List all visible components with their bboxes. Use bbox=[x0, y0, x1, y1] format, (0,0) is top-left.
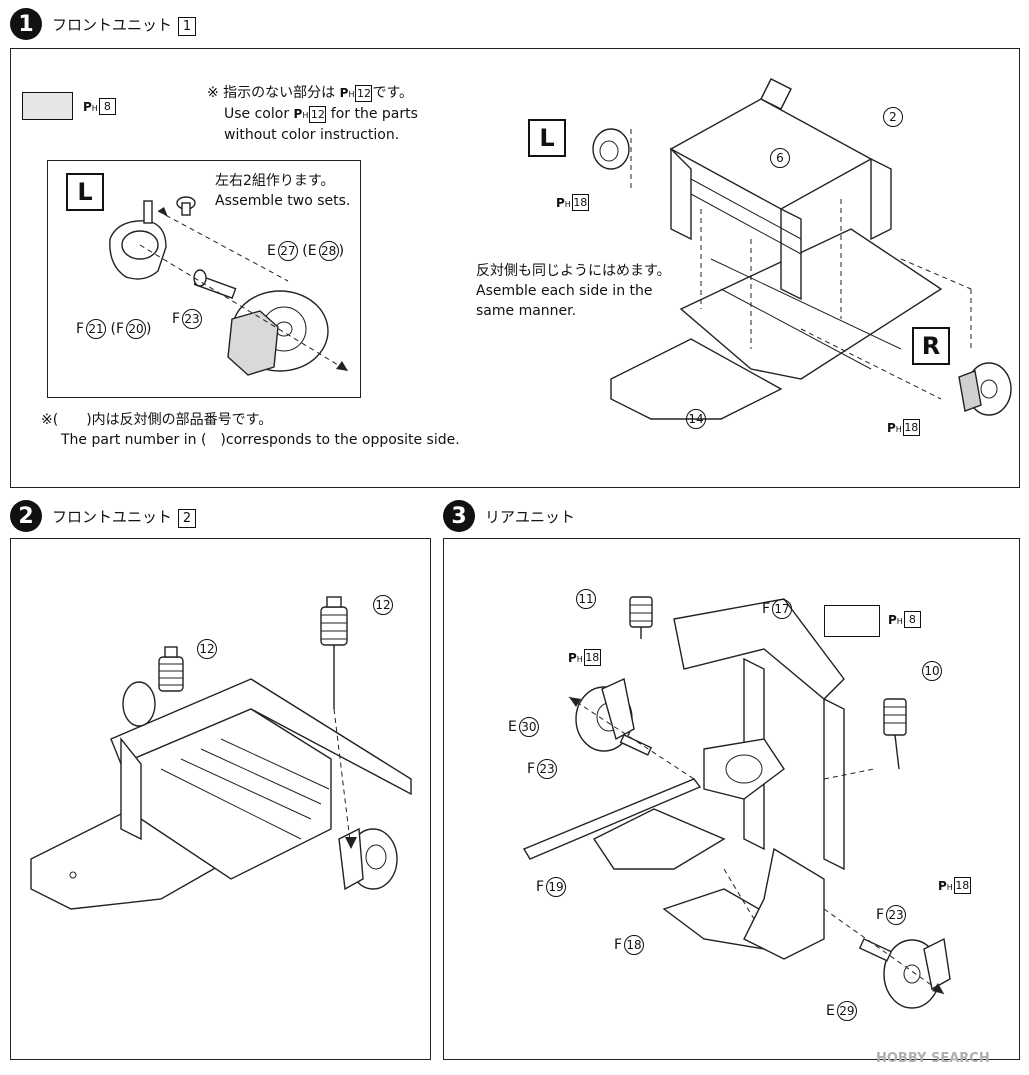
same-note-jp: 反対側も同じようにはめます。 bbox=[476, 263, 671, 279]
part-10: 10 bbox=[920, 661, 942, 681]
step-3-title-text: リアユニット bbox=[485, 508, 576, 526]
step-3-title: リアユニット bbox=[485, 506, 575, 527]
color-swatch-white bbox=[824, 605, 880, 637]
inset-note-en: Assemble two sets. bbox=[215, 193, 351, 209]
inset-side-label: L bbox=[66, 173, 104, 211]
part-11: 11 bbox=[574, 589, 596, 609]
front-unit-frame-drawing bbox=[592, 78, 1012, 420]
part-12-left: 12 bbox=[195, 639, 217, 659]
same-note-en-1: Asemble each side in the bbox=[476, 283, 653, 299]
step-2-title: フロントユニット 2 bbox=[52, 506, 197, 528]
main-side-left-label: L bbox=[528, 119, 566, 157]
step-1-title-text: フロントユニット bbox=[52, 16, 173, 34]
front-unit-2-drawing bbox=[30, 596, 412, 910]
part-2: 2 bbox=[881, 107, 903, 127]
step-2-box: 2 bbox=[178, 509, 197, 528]
step-2-title-text: フロントユニット bbox=[52, 508, 173, 526]
part-14: 14 bbox=[684, 409, 706, 429]
step-2-number: 2 bbox=[10, 500, 42, 532]
part-12-right: 12 bbox=[371, 595, 393, 615]
rear-unit-drawing bbox=[522, 596, 951, 1009]
color-swatch-grey bbox=[22, 92, 73, 120]
step-1-title: フロントユニット 1 bbox=[52, 14, 197, 36]
inset-left-hub: L 左右2組作ります。 Assemble two sets. bbox=[47, 160, 361, 398]
ph-label: PH bbox=[83, 99, 98, 114]
paren-note-jp: ※( )内は反対側の部品番号です。 bbox=[41, 412, 273, 428]
main-side-right-label: R bbox=[912, 327, 950, 365]
inset-hub-drawing bbox=[109, 196, 349, 376]
step-2-panel: 12 12 bbox=[10, 538, 431, 1060]
inset-note-jp: 左右2組作ります。 bbox=[215, 173, 335, 189]
step-1-number: 1 bbox=[10, 8, 42, 40]
step-3-number: 3 bbox=[443, 500, 475, 532]
same-note-en-2: same manner. bbox=[476, 303, 577, 319]
step-1-box: 1 bbox=[178, 17, 197, 36]
watermark: HOBBY SEARCH bbox=[876, 1051, 990, 1066]
color-note-en-2: without color instruction. bbox=[224, 127, 400, 143]
part-6: 6 bbox=[768, 148, 790, 168]
paren-note-en: The part number in ( )corresponds to the… bbox=[61, 432, 460, 448]
